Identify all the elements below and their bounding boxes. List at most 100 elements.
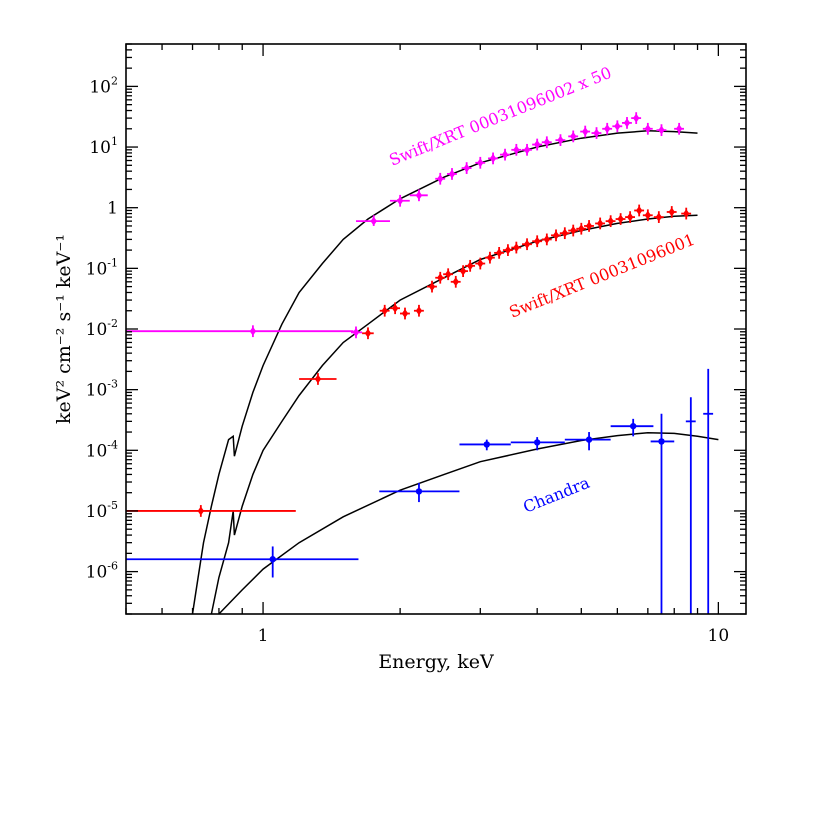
marker (533, 236, 541, 246)
marker (483, 441, 490, 448)
data-point (555, 134, 566, 147)
y-tick-label: 10-2 (86, 317, 118, 340)
data-point (564, 432, 611, 451)
data-point (642, 209, 653, 222)
plot-frame (125, 43, 747, 615)
data-point (568, 224, 579, 237)
marker (614, 121, 621, 131)
marker (513, 145, 520, 155)
data-point (580, 125, 591, 138)
annotation-chandra: Chandra (520, 473, 592, 517)
marker (557, 135, 564, 145)
y-tick-label: 10-5 (86, 499, 118, 522)
marker (683, 209, 690, 219)
marker (626, 212, 634, 222)
marker (437, 174, 444, 184)
marker (629, 422, 637, 430)
marker (477, 259, 484, 269)
data-point (389, 194, 410, 207)
marker (658, 438, 665, 445)
marker (635, 205, 643, 215)
marker (489, 153, 497, 163)
marker (644, 124, 652, 134)
data-point (510, 437, 565, 451)
marker (381, 306, 388, 316)
data-point (475, 156, 486, 169)
data-point (413, 304, 424, 317)
marker (585, 221, 593, 231)
data-point (461, 162, 472, 174)
marker (658, 125, 665, 135)
data-point (502, 244, 513, 256)
data-point (522, 143, 532, 156)
data-point (465, 259, 476, 272)
data-point (355, 215, 390, 226)
marker (249, 326, 257, 336)
data-point (685, 397, 696, 614)
annotation-swift-xrt-001: Swift/XRT 00031096001 (506, 230, 697, 322)
data-point (634, 204, 645, 217)
data-point (568, 130, 579, 143)
marker (644, 210, 652, 220)
marker (570, 131, 577, 141)
marker (314, 374, 322, 384)
data-point (666, 206, 677, 218)
data-point (541, 233, 552, 246)
marker (593, 128, 600, 138)
data-point (656, 124, 667, 137)
model-curve-1 (191, 130, 698, 615)
y-tick-label: 101 (89, 135, 118, 158)
data-point (488, 152, 498, 165)
y-tick-label: 102 (89, 74, 118, 97)
data-point (576, 222, 587, 235)
marker (523, 145, 531, 155)
data-point (494, 246, 505, 259)
data-point (605, 215, 616, 228)
data-point (399, 307, 410, 320)
data-point (126, 546, 359, 578)
axis-ticks (125, 43, 746, 615)
data-point (484, 251, 495, 264)
data-point (631, 112, 642, 124)
marker (448, 169, 456, 179)
data-points (126, 112, 714, 614)
marker (552, 230, 560, 240)
data-point (435, 271, 446, 284)
marker (523, 239, 531, 249)
data-point (653, 211, 664, 223)
marker (504, 245, 512, 255)
data-point (299, 373, 337, 385)
marker (570, 226, 577, 236)
data-point (427, 280, 437, 293)
data-point (595, 217, 606, 230)
marker (401, 309, 409, 319)
marker (582, 127, 589, 137)
data-point (390, 302, 400, 315)
marker (607, 216, 614, 226)
data-point (591, 127, 602, 139)
marker (578, 224, 585, 234)
marker (633, 113, 640, 123)
data-point (559, 227, 570, 240)
marker (197, 506, 205, 516)
data-point (612, 120, 623, 133)
y-tick-label: 10-6 (86, 560, 118, 583)
data-point (650, 413, 675, 614)
marker (415, 190, 423, 200)
marker (668, 207, 675, 217)
data-point (615, 213, 626, 225)
marker (352, 327, 360, 337)
data-point (458, 265, 468, 278)
data-point (500, 148, 510, 161)
y-tick-label: 10-3 (86, 378, 118, 401)
data-point (409, 189, 428, 202)
y-tick-label: 10-1 (86, 256, 118, 279)
data-point (621, 117, 632, 129)
marker (543, 234, 551, 244)
data-point (362, 327, 374, 340)
marker (486, 253, 494, 263)
x-tick-label: 1 (258, 626, 269, 646)
model-curves (191, 130, 719, 615)
data-point (522, 238, 532, 251)
